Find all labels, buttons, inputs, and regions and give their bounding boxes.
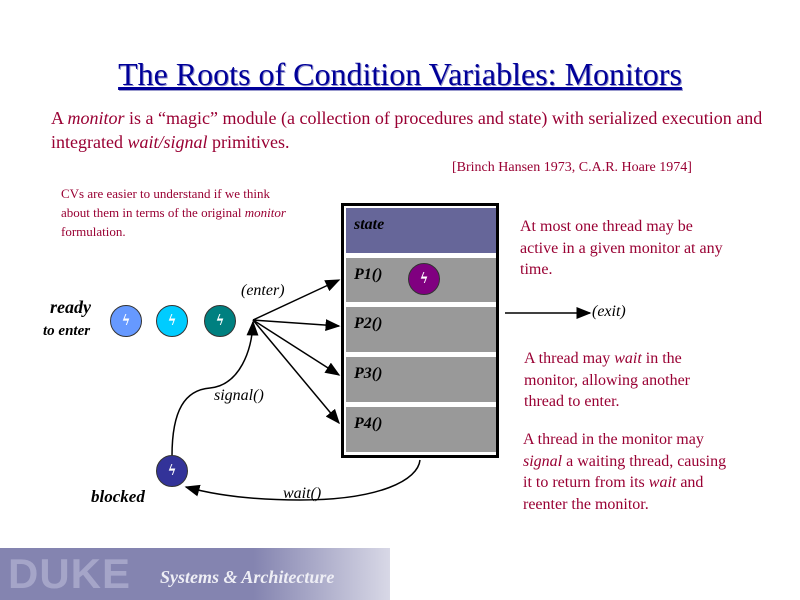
note-part: formulation. xyxy=(61,224,126,239)
procedure-p2: P2() xyxy=(346,307,496,352)
exit-label: (exit) xyxy=(592,303,626,320)
wait-arrow xyxy=(184,459,421,501)
enter-arrow-p2 xyxy=(252,319,341,332)
note-part: monitor xyxy=(244,205,286,220)
rule-one-thread: At most one thread may be active in a gi… xyxy=(520,218,723,278)
thread-icon: ϟ xyxy=(156,305,188,337)
intro-monitor: monitor xyxy=(67,108,125,128)
intro-waitsignal: wait/signal xyxy=(127,132,208,152)
enter-arrow-p3 xyxy=(252,319,341,376)
signal-label: signal() xyxy=(214,387,264,404)
blocked-label: blocked xyxy=(91,487,145,506)
enter-label: (enter) xyxy=(241,282,285,299)
footer-subtitle: Systems & Architecture xyxy=(160,567,335,587)
signal-arrow xyxy=(171,320,259,457)
enter-arrow-p4 xyxy=(252,319,340,425)
duke-logo: DUKE xyxy=(8,550,132,597)
footer-banner: DUKE Systems & Architecture xyxy=(0,548,390,600)
wait-label: wait() xyxy=(283,485,322,502)
text: wait xyxy=(648,474,677,491)
note-part: CVs are easier to understand if we think… xyxy=(61,186,271,220)
ready-label: ready xyxy=(50,297,91,317)
text: wait xyxy=(614,350,642,367)
side-note: CVs are easier to understand if we think… xyxy=(61,184,291,241)
text: in the monitor, allowing another thread … xyxy=(524,350,690,410)
thread-icon: ϟ xyxy=(110,305,142,337)
proc-label: P4() xyxy=(354,415,383,432)
procedure-p3: P3() xyxy=(346,357,496,402)
text: signal xyxy=(523,452,563,470)
state-label: state xyxy=(354,216,385,233)
intro-part: A xyxy=(51,108,68,128)
slide-title: The Roots of Condition Variables: Monito… xyxy=(118,56,682,92)
proc-label: P2() xyxy=(354,315,383,332)
thread-icon: ϟ xyxy=(204,305,236,337)
text: and reenter the monitor. xyxy=(523,474,704,513)
text: A thread may xyxy=(524,350,615,367)
text: A thread in the monitor may xyxy=(523,431,704,448)
intro-part: primitives. xyxy=(207,132,290,152)
proc-label: P1() xyxy=(354,266,383,283)
rule-wait: A thread may wait in the monitor, allowi… xyxy=(524,348,724,413)
proc-label: P3() xyxy=(354,365,383,382)
procedure-p4: P4() xyxy=(346,407,496,452)
monitor-box: state P1() P2() P3() P4() xyxy=(341,203,499,458)
to-enter-label: to enter xyxy=(43,323,91,339)
state-section: state xyxy=(346,208,496,253)
intro-part: is a “magic” module (a collection of pro… xyxy=(51,108,763,152)
blocked-thread-icon: ϟ xyxy=(156,455,188,487)
text: a waiting thread, causing it to return f… xyxy=(523,452,727,492)
active-thread-icon: ϟ xyxy=(408,263,440,295)
rule-signal: A thread in the monitor may signal a wai… xyxy=(523,429,738,515)
citation: [Brinch Hansen 1973, C.A.R. Hoare 1974] xyxy=(452,160,692,175)
intro-text: A monitor is a “magic” module (a collect… xyxy=(51,106,781,154)
enter-arrow-p1 xyxy=(252,279,341,321)
